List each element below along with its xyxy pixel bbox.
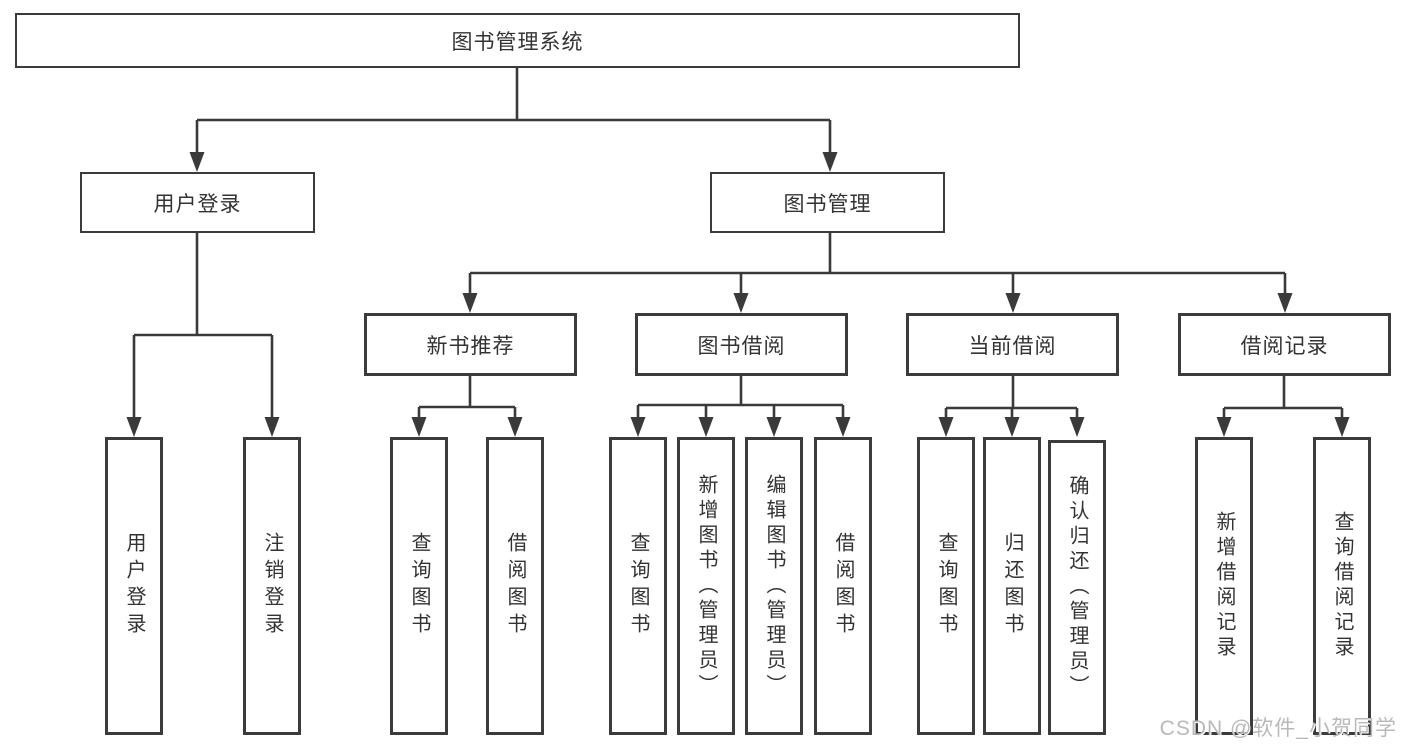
node-user-login-branch: 用户登录: [80, 172, 315, 233]
leaf-user-login: 用户登录: [105, 437, 163, 735]
node-borrow-records: 借阅记录: [1178, 313, 1391, 376]
node-new-book-recommend: 新书推荐: [364, 313, 577, 376]
leaf-query-borrow-record: 查询借阅记录: [1313, 437, 1371, 735]
leaf-add-book-admin: 新增图书（管理员）: [677, 437, 735, 735]
leaf-confirm-return-admin: 确认归还（管理员）: [1048, 440, 1106, 735]
leaf-borrow-book: 借阅图书: [814, 437, 872, 735]
arrowheads: [126, 152, 1350, 437]
csdn-watermark: CSDN @软件_小贺同学: [1159, 717, 1397, 740]
leaf-recommend-query-book: 查询图书: [390, 437, 448, 735]
leaf-edit-book-admin: 编辑图书（管理员）: [745, 437, 803, 735]
leaf-recommend-borrow-book: 借阅图书: [486, 437, 544, 735]
node-book-borrow: 图书借阅: [635, 313, 848, 376]
leaf-add-borrow-record: 新增借阅记录: [1195, 437, 1253, 735]
leaf-logout: 注销登录: [243, 437, 301, 735]
node-current-borrow: 当前借阅: [906, 313, 1119, 376]
node-root-system: 图书管理系统: [15, 13, 1020, 68]
node-book-management-branch: 图书管理: [710, 172, 945, 233]
leaf-borrow-query-book: 查询图书: [609, 437, 667, 735]
leaf-return-book: 归还图书: [983, 437, 1041, 735]
leaf-current-query-book: 查询图书: [917, 437, 975, 735]
